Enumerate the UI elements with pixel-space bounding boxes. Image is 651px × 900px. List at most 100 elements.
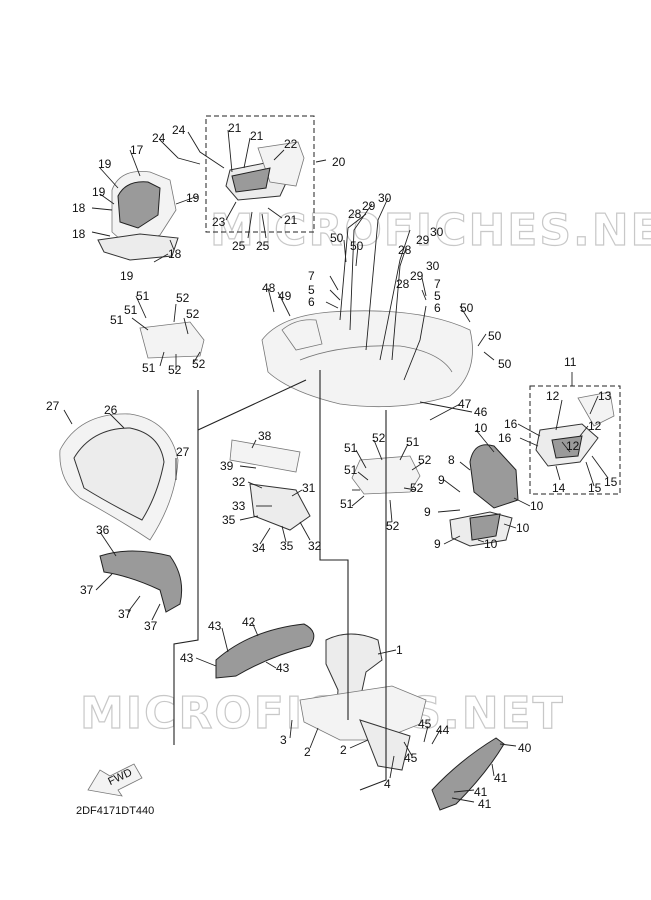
callout-26: 26 [104,403,118,417]
callout-17: 17 [130,143,144,157]
callout-52: 52 [386,519,400,533]
callout-50: 50 [330,231,344,245]
callout-30: 30 [378,191,392,205]
callout-22: 22 [284,137,298,151]
callout-52: 52 [418,453,432,467]
callout-32: 32 [308,539,322,553]
callout-4: 4 [384,777,391,791]
callout-23: 23 [212,215,226,229]
callout-5: 5 [308,283,315,297]
callout-5: 5 [434,289,441,303]
callout-6: 6 [434,301,441,315]
callout-35: 35 [280,539,294,553]
callout-37: 37 [144,619,158,633]
callout-28: 28 [348,207,362,221]
callout-18: 18 [168,247,182,261]
callout-15: 15 [588,481,602,495]
callout-35: 35 [222,513,236,527]
callout-52: 52 [186,307,200,321]
reference-lines [173,370,387,791]
callout-50: 50 [350,239,364,253]
callout-29: 29 [410,269,424,283]
callout-13: 13 [598,389,612,403]
callout-9: 9 [424,505,431,519]
callout-25: 25 [256,239,270,253]
callout-18: 18 [72,201,86,215]
callout-20: 20 [332,155,346,169]
callout-29: 29 [362,199,376,213]
callout-34: 34 [252,541,266,555]
callout-16: 16 [504,417,518,431]
callout-47: 47 [458,397,472,411]
diagram-code: 2DF4171DT440 [76,805,154,817]
callout-45: 45 [418,717,432,731]
callout-12: 12 [546,389,560,403]
callout-52: 52 [176,291,190,305]
callout-52: 52 [168,363,182,377]
callout-9: 9 [434,537,441,551]
callout-7: 7 [434,277,441,291]
callout-50: 50 [488,329,502,343]
callout-12: 12 [588,419,602,433]
callout-38: 38 [258,429,272,443]
callout-10: 10 [516,521,530,535]
callout-21: 21 [250,129,264,143]
tank-cover [261,310,473,408]
callout-52: 52 [192,357,206,371]
guard [431,737,505,811]
callout-36: 36 [96,523,110,537]
callout-21: 21 [284,213,298,227]
side-cover [215,623,315,679]
callout-21: 21 [228,121,242,135]
callout-32: 32 [232,475,246,489]
callout-51: 51 [136,289,150,303]
callout-10: 10 [484,537,498,551]
callout-7: 7 [308,269,315,283]
callout-19: 19 [92,185,106,199]
callout-45: 45 [404,751,418,765]
fwd-arrow-icon: FWD [87,763,143,797]
headlight-unit [449,444,519,547]
callout-50: 50 [460,301,474,315]
callout-31: 31 [302,481,316,495]
main-stay-frame [299,633,427,771]
callout-37: 37 [80,583,94,597]
leader-lines [63,129,609,803]
callout-15: 15 [604,475,618,489]
callout-51: 51 [406,435,420,449]
callout-28: 28 [398,243,412,257]
callout-1: 1 [396,643,403,657]
callout-25: 25 [232,239,246,253]
callout-9: 9 [438,473,445,487]
callout-41: 41 [494,771,508,785]
callout-52: 52 [372,431,386,445]
callout-27: 27 [176,445,190,459]
callout-50: 50 [498,357,512,371]
callout-2: 2 [304,745,311,759]
callout-37: 37 [118,607,132,621]
callout-3: 3 [280,733,287,747]
callout-43: 43 [276,661,290,675]
callout-51: 51 [344,463,358,477]
callout-51: 51 [344,441,358,455]
callout-10: 10 [474,421,488,435]
callout-33: 33 [232,499,246,513]
callout-52: 52 [410,481,424,495]
callout-24: 24 [152,131,166,145]
lower-trim [99,550,183,613]
windshield [59,413,179,541]
callout-44: 44 [436,723,450,737]
callout-30: 30 [426,259,440,273]
callout-labels: 17 19 19 18 18 19 18 19 24 24 21 21 22 2… [46,121,618,811]
callout-19: 19 [186,191,200,205]
callout-11: 11 [564,355,577,369]
callout-27: 27 [46,399,60,413]
callout-12: 12 [566,439,580,453]
callout-24: 24 [172,123,186,137]
callout-41: 41 [474,785,488,799]
callout-10: 10 [530,499,544,513]
bracket-left [139,321,205,359]
callout-51: 51 [110,313,124,327]
callout-28: 28 [396,277,410,291]
